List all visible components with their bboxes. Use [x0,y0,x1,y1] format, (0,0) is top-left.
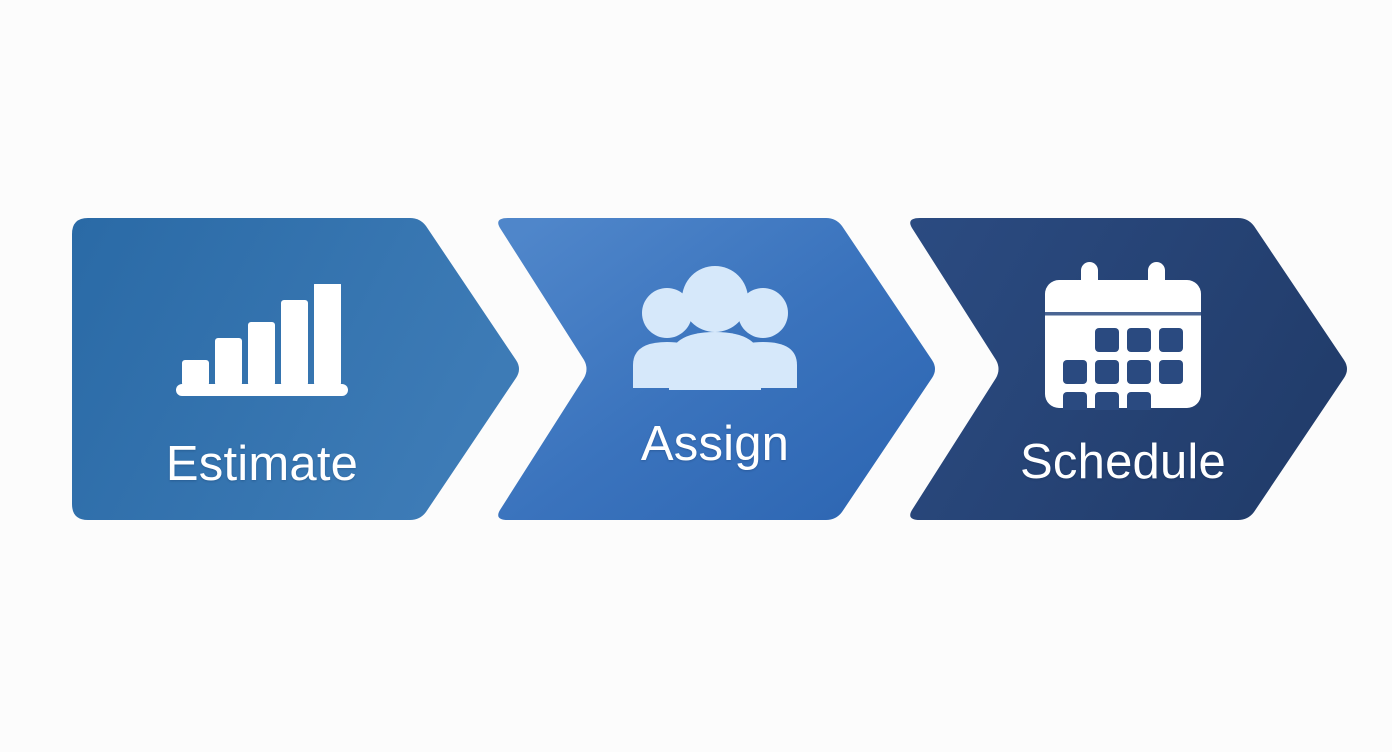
chevron-shape-assign [498,218,935,520]
process-step-estimate[interactable]: Estimate [72,218,522,520]
chevron-shape-schedule [910,218,1347,520]
chevron-shape-estimate [72,218,519,520]
process-step-assign[interactable]: Assign [488,218,938,520]
process-step-schedule[interactable]: Schedule [900,218,1350,520]
